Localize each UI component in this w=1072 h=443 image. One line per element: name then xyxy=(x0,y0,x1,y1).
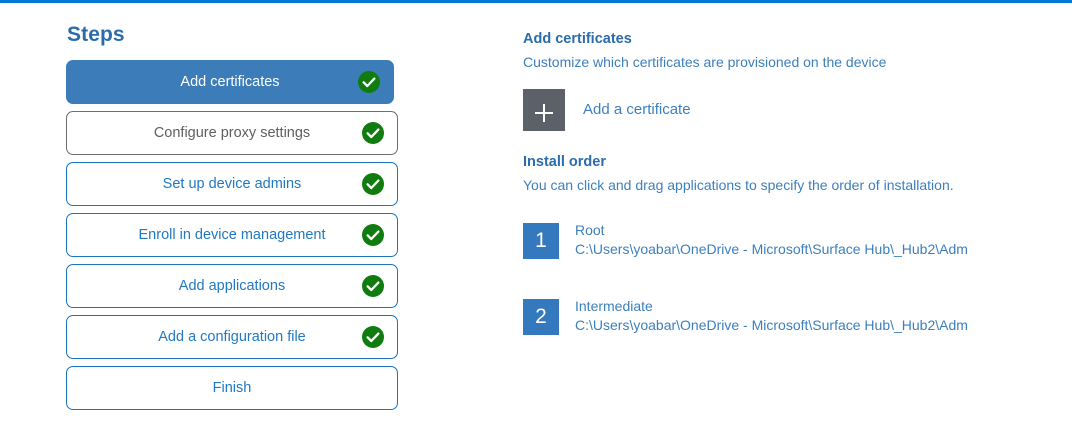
check-circle-icon xyxy=(361,172,385,196)
detail-pane: Add certificates Customize which certifi… xyxy=(523,30,1043,373)
top-accent-bar xyxy=(0,0,1072,3)
step-button-1[interactable]: Configure proxy settings xyxy=(66,111,398,155)
install-order-path: C:\Users\yoabar\OneDrive - Microsoft\Sur… xyxy=(575,317,968,333)
step-label: Add a configuration file xyxy=(158,329,306,345)
install-order-number-badge: 2 xyxy=(523,299,559,335)
step-button-5[interactable]: Add a configuration file xyxy=(66,315,398,359)
install-order-heading: Install order xyxy=(523,154,606,170)
check-circle-icon xyxy=(361,223,385,247)
step-button-2[interactable]: Set up device admins xyxy=(66,162,398,206)
add-a-certificate-label: Add a certificate xyxy=(583,101,691,118)
step-button-4[interactable]: Add applications xyxy=(66,264,398,308)
steps-title: Steps xyxy=(67,23,125,46)
plus-icon[interactable] xyxy=(523,89,565,131)
install-order-number-badge: 1 xyxy=(523,223,559,259)
install-order-name: Root xyxy=(575,222,605,238)
add-certificates-description: Customize which certificates are provisi… xyxy=(523,54,887,70)
install-order-description: You can click and drag applications to s… xyxy=(523,177,954,193)
check-circle-icon xyxy=(361,121,385,145)
step-button-6[interactable]: Finish xyxy=(66,366,398,410)
step-label: Configure proxy settings xyxy=(153,125,311,141)
check-circle-icon xyxy=(361,325,385,349)
step-label: Set up device admins xyxy=(162,176,302,192)
step-label: Add certificates xyxy=(180,74,280,90)
check-circle-icon xyxy=(361,274,385,298)
step-button-0[interactable]: Add certificates xyxy=(66,60,394,104)
check-circle-icon xyxy=(357,70,381,94)
step-label: Enroll in device management xyxy=(138,227,326,243)
add-certificates-section: Add certificates Customize which certifi… xyxy=(523,30,1043,131)
add-certificates-heading: Add certificates xyxy=(523,31,632,47)
step-button-3[interactable]: Enroll in device management xyxy=(66,213,398,257)
step-label: Finish xyxy=(212,380,252,396)
install-order-section: Install order You can click and drag app… xyxy=(523,153,1043,335)
add-a-certificate-button[interactable]: Add a certificate xyxy=(523,89,691,131)
install-order-path: C:\Users\yoabar\OneDrive - Microsoft\Sur… xyxy=(575,241,968,257)
install-order-name: Intermediate xyxy=(575,298,653,314)
step-label: Add applications xyxy=(178,278,286,294)
